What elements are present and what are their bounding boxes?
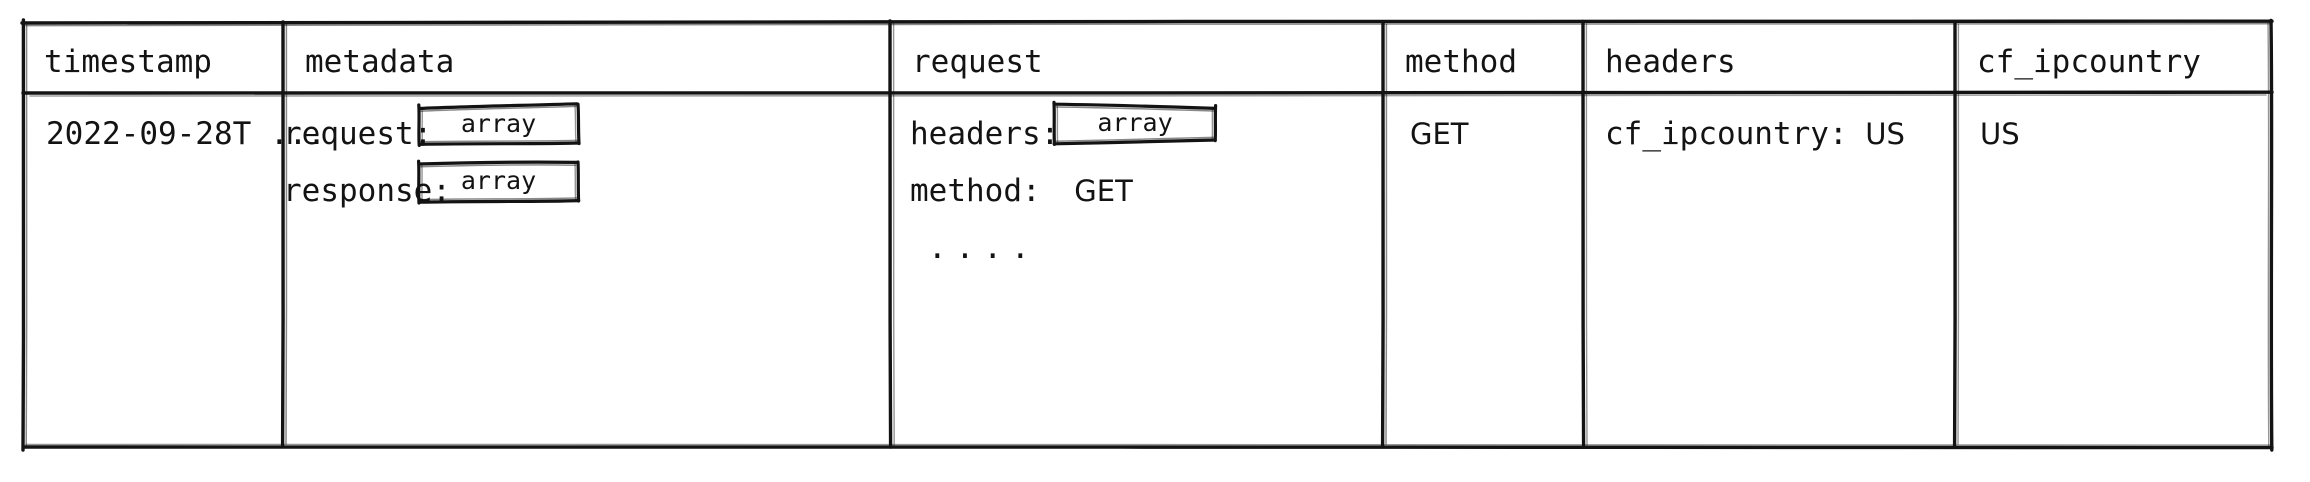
request-field-method: method: GET [910, 173, 1133, 209]
cell-timestamp-value: 2022-09-28T ... [46, 116, 326, 152]
cell-method-value: GET [1410, 117, 1469, 151]
request-field-key-headers: headers: [910, 116, 1060, 152]
metadata-response-array-chip[interactable]: array [417, 159, 581, 205]
column-header-headers[interactable]: headers [1605, 44, 1736, 80]
metadata-request-array-chip[interactable]: array [417, 102, 581, 147]
request-field-key-method: method: [910, 173, 1041, 209]
metadata-request-array-label: array [460, 109, 537, 138]
column-header-metadata[interactable]: metadata [305, 44, 455, 80]
column-header-request[interactable]: request [912, 44, 1043, 80]
request-ellipsis: .... [928, 230, 1039, 266]
headers-field-value: US [1865, 117, 1905, 151]
request-field-value-method: GET [1074, 174, 1133, 208]
cell-cf-ipcountry-value: US [1980, 117, 2020, 151]
metadata-response-array-label: array [460, 166, 537, 195]
headers-field-key: cf_ipcountry: [1605, 116, 1848, 152]
request-headers-array-chip[interactable]: array [1052, 100, 1218, 146]
column-header-method[interactable]: method [1405, 44, 1517, 80]
column-header-timestamp[interactable]: timestamp [44, 44, 212, 80]
cell-headers-value: cf_ipcountry: US [1605, 116, 1905, 152]
column-header-cf-ipcountry[interactable]: cf_ipcountry [1977, 44, 2201, 80]
request-headers-array-label: array [1097, 108, 1173, 137]
metadata-field-key-request: request: [283, 116, 433, 152]
